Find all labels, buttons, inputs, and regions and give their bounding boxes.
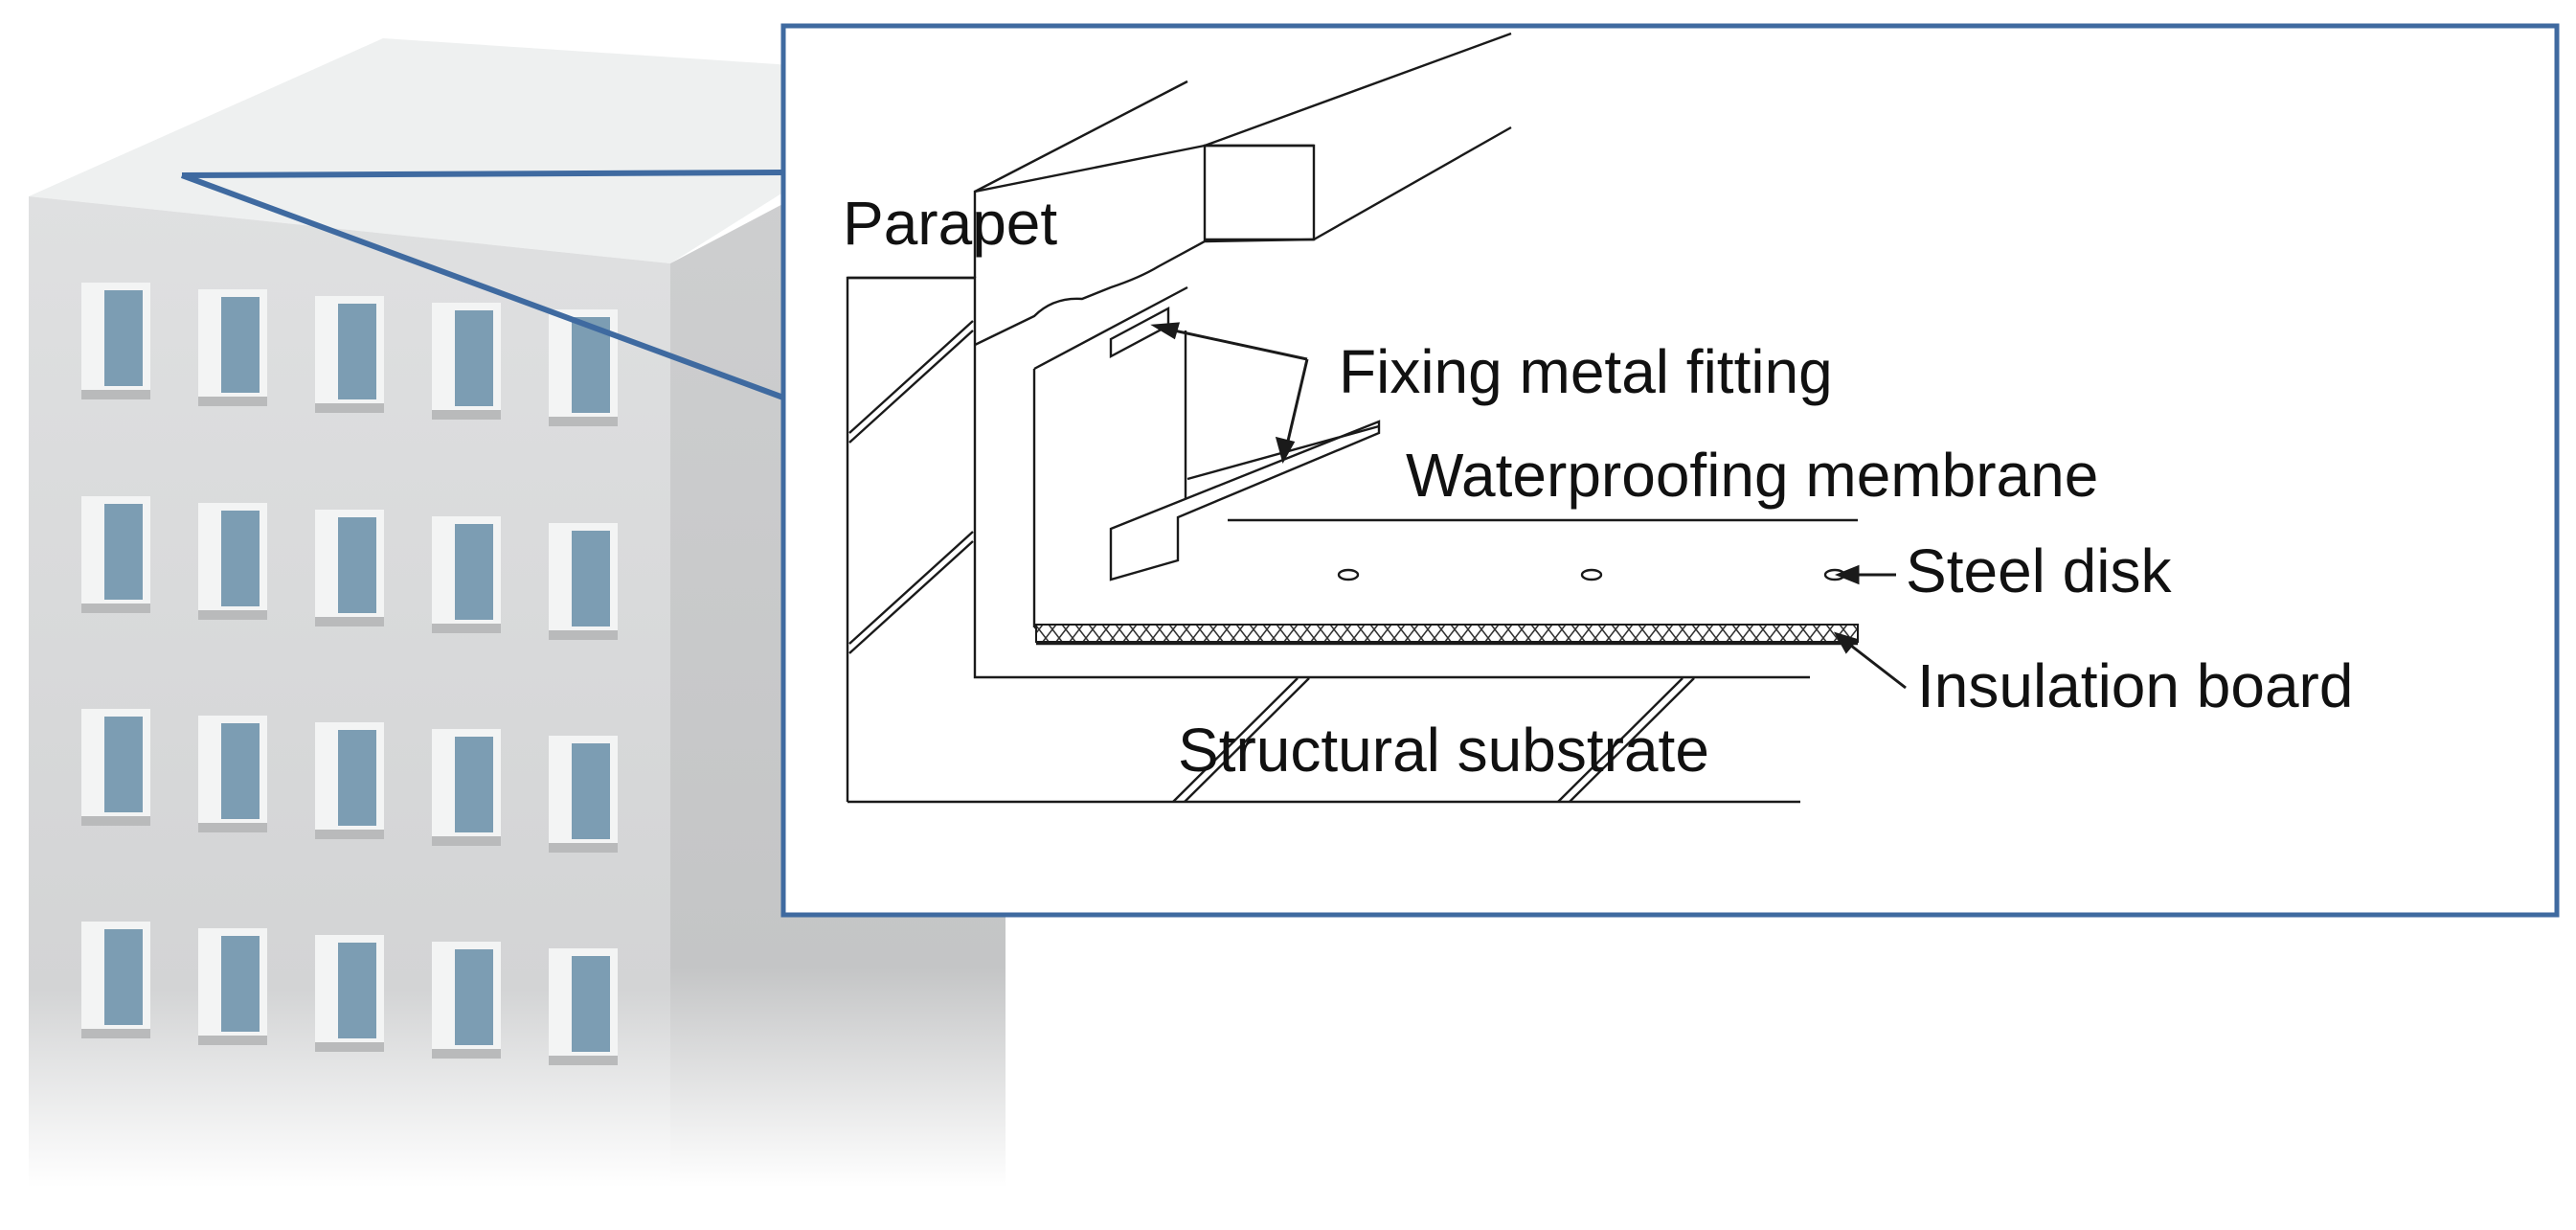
arrowhead [1150, 322, 1181, 340]
callout-pointer-lower [180, 172, 785, 400]
substrate-hatch [1557, 677, 1683, 803]
building-front-wall [29, 196, 670, 1188]
leader-arrows [1150, 322, 1907, 690]
window-pane [572, 956, 610, 1052]
steel-disk-mark [1580, 568, 1603, 581]
window-sill [432, 624, 501, 633]
window-sill [81, 604, 150, 613]
roof-edge-detail-drawing [846, 32, 1859, 804]
fixing-fitting-arrow-upper [1160, 326, 1308, 361]
window-pane [221, 511, 260, 606]
callout-pointer-upper [181, 170, 784, 178]
label-waterproofing-membrane: Waterproofing membrane [1406, 441, 2098, 510]
window-sill [315, 403, 384, 413]
window-sill [198, 397, 267, 406]
window-sill [81, 1029, 150, 1038]
parapet-hatch [848, 320, 974, 434]
window-pane [104, 504, 143, 600]
inner-wall-top [1033, 285, 1188, 371]
window-sill [198, 1036, 267, 1045]
window-pane [104, 717, 143, 812]
coping-broken-edge [974, 238, 1315, 347]
window-pane [221, 297, 260, 393]
window-sill [315, 830, 384, 839]
parapet-hatch [848, 540, 974, 654]
window-sill [198, 823, 267, 832]
parapet-hatch [848, 531, 974, 645]
coping-rail-lower [1313, 125, 1512, 241]
steel-disk-mark [1337, 568, 1360, 581]
window-sill [81, 390, 150, 399]
label-steel-disk: Steel disk [1906, 536, 2172, 605]
window-pane [338, 730, 376, 826]
window-pane [221, 936, 260, 1032]
window-sill [432, 836, 501, 846]
window-grid [81, 283, 618, 1065]
window-sill [81, 816, 150, 826]
window-sill [432, 1049, 501, 1059]
substrate-hatch [1184, 677, 1310, 803]
insulation-board-layer [1035, 624, 1859, 643]
window-pane [104, 290, 143, 386]
window-pane [455, 737, 493, 832]
label-structural-substrate: Structural substrate [1178, 716, 1709, 785]
label-fixing-metal-fitting: Fixing metal fitting [1339, 337, 1833, 406]
window-pane [338, 943, 376, 1038]
window-sill [549, 417, 618, 426]
substrate-hatch [1172, 677, 1299, 803]
window-pane [104, 929, 143, 1025]
arrowhead [1275, 436, 1296, 464]
window-pane [455, 949, 493, 1045]
arrowhead [1833, 631, 1859, 654]
parapet-hatch [848, 330, 974, 444]
coping-rail-top [974, 80, 1188, 194]
coping-rail-long [1204, 32, 1512, 148]
callout-pointer [180, 170, 785, 400]
label-parapet: Parapet [843, 189, 1057, 258]
window-sill [198, 610, 267, 620]
window-sill [549, 843, 618, 853]
window-pane [572, 743, 610, 839]
window-pane [455, 524, 493, 620]
window-sill [315, 1042, 384, 1052]
label-insulation-board: Insulation board [1917, 651, 2353, 720]
window-pane [455, 310, 493, 406]
window-pane [338, 304, 376, 399]
window-sill [432, 410, 501, 420]
window-sill [315, 617, 384, 626]
callout-frame [780, 23, 2560, 918]
window-sill [549, 630, 618, 640]
window-pane [221, 723, 260, 819]
arrowhead [1834, 564, 1860, 585]
fixing-fitting-arrow-lower [1283, 358, 1309, 454]
fixing-fitting-lower [1109, 420, 1381, 581]
window-pane [572, 531, 610, 626]
window-sill [549, 1056, 618, 1065]
window-pane [338, 517, 376, 613]
insulation-board-arrow [1842, 637, 1907, 690]
substrate-hatch [1569, 677, 1695, 803]
